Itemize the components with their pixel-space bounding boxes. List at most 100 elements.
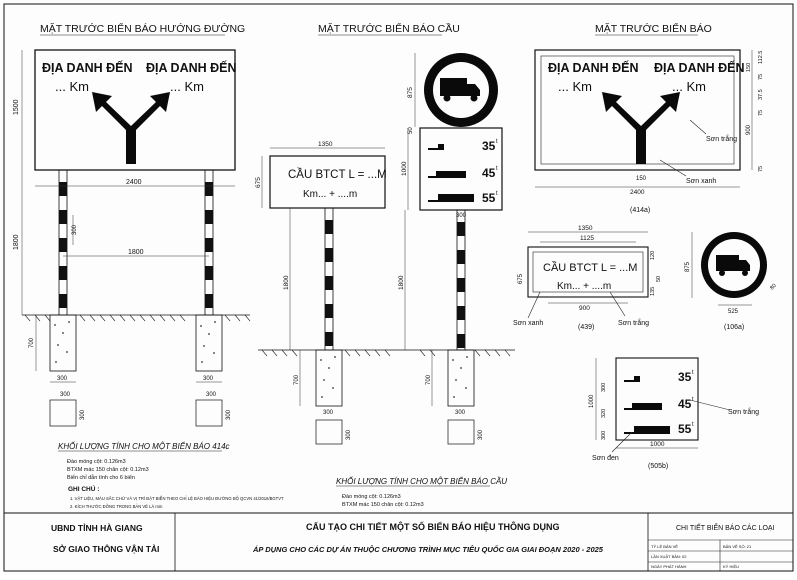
field-scale: TỶ LỆ BẢN VẼ <box>651 544 678 549</box>
detail-fork-arrow-icon <box>602 92 680 164</box>
field-edition: LẦN XUẤT BẢN: 02 <box>651 554 687 559</box>
bridge-text-line1: CẦU BTCT L = ...M <box>288 168 387 181</box>
detail-circle-h: 875 <box>685 261 691 272</box>
field-issue-date: NGÀY PHÁT HÀNH <box>651 564 687 569</box>
limit-value-55: 55 <box>482 191 496 205</box>
detail-bridge-w2: 1125 <box>580 235 594 242</box>
detail-guide-sign: ĐỊA DANH ĐẾN ĐỊA DANH ĐẾN ... Km ... Km … <box>534 49 764 214</box>
detail-guide-board <box>534 49 741 171</box>
bridge-dim-panel-w: 300 <box>456 213 467 219</box>
truck-icon <box>440 78 480 102</box>
detail-bridge-plate: CẦU BTCT L = ...M Km... + ....m 1350 112… <box>513 225 662 331</box>
detail-km-left: ... Km <box>558 79 592 94</box>
detail-circle-ring: 80 <box>769 283 778 292</box>
detail-limit-c: 300 <box>601 431 607 440</box>
bridge-sign-assembly: CẦU BTCT L = ...M Km... + ....m 1350 675… <box>255 53 515 445</box>
guide-found-top-left: 300 <box>60 392 71 398</box>
bridge-post-left <box>324 207 334 351</box>
qty-414-title: KHỐI LƯỢNG TÍNH CHO MỘT BIỂN BÁO 414c <box>58 442 230 451</box>
drawing-name: CHI TIẾT BIỂN BÁO CÁC LOẠI <box>676 522 775 532</box>
guide-dim-post-span: 1800 <box>128 249 144 256</box>
detail-dim-r4: 75 <box>758 110 764 116</box>
guide-dim-found-w2: 300 <box>203 376 214 382</box>
bridge-dim-found-depth-right: 700 <box>426 374 432 385</box>
title-block: UBND TỈNH HÀ GIANG SỞ GIAO THÔNG VẬN TẢI… <box>4 512 793 571</box>
detail-circle-w: 525 <box>728 309 739 315</box>
bridge-dim-panel-h: 1000 <box>401 161 408 176</box>
guide-km-right: ... Km <box>170 79 204 94</box>
detail-limit-unit: t <box>692 370 694 376</box>
detail-bridge-line1: CẦU BTCT L = ...M <box>543 261 637 274</box>
detail-dim-r5: 75 <box>758 166 764 172</box>
detail-weight-limit: 35 t 45 t 55 t 1000 300 320 300 1000 Sơn… <box>589 357 759 470</box>
detail-limit-unit-3: t <box>692 422 694 428</box>
detail-limit-h: 1000 <box>589 394 595 408</box>
guide-dim-post-h: 1800 <box>13 234 20 250</box>
bridge-dim-post-h-right: 1800 <box>398 275 405 290</box>
detail-limit-a: 300 <box>601 383 607 392</box>
bridge-dim-gap: 50 <box>408 127 414 134</box>
bridge-foundation-right <box>447 349 475 407</box>
guide-foundation-right <box>195 314 223 372</box>
guide-sign-assembly: ĐỊA DANH ĐẾN ĐỊA DANH ĐẾN ... Km ... Km … <box>13 49 251 427</box>
ghichu-title: GHI CHÚ : <box>68 484 99 493</box>
detail-dim-r2: 75 <box>758 74 764 80</box>
limit-unit-2: t <box>496 166 498 172</box>
guide-found-side-left: 300 <box>80 409 86 420</box>
detail-dim-r1: 112.5 <box>758 51 764 64</box>
qty-414-line-1: Đào móng cột: 0.126m3 <box>67 459 126 465</box>
detail-no-truck-sign: 875 525 80 (106a) <box>685 232 778 331</box>
guide-post-right <box>204 169 214 316</box>
detail-km-right: ... Km <box>672 79 706 94</box>
limit-row-55: 55 t <box>428 191 498 205</box>
detail-label-blue: Sơn xanh <box>686 178 716 185</box>
field-sheet-no: BẢN VẼ SỐ: 21 <box>723 544 752 549</box>
guide-sign-board <box>34 49 236 171</box>
guide-foundation-left <box>49 314 77 372</box>
bridge-foundation-left <box>315 349 343 407</box>
guide-post-left <box>58 169 68 316</box>
detail-limit-panel <box>615 357 699 441</box>
detail-dim-width: 2400 <box>630 189 645 196</box>
detail-bridge-line2: Km... + ....m <box>557 281 611 292</box>
detail-circle-code: (106a) <box>724 324 744 331</box>
qty-bridge-line-1: Đào móng cột: 0.126m3 <box>342 494 401 500</box>
limit-value-45: 45 <box>482 166 496 180</box>
drawing-subtitle: ÁP DỤNG CHO CÁC DỰ ÁN THUỘC CHƯƠNG TRÌNH… <box>252 545 604 554</box>
heading-bridge-front: MẶT TRƯỚC BIỂN BÁO CẦU <box>318 22 460 35</box>
detail-limit-unit-2: t <box>692 397 694 403</box>
guide-found-top-right: 300 <box>206 392 217 398</box>
fork-arrow-icon <box>92 92 170 164</box>
heading-sign-front: MẶT TRƯỚC BIỂN BÁO <box>595 22 712 35</box>
heading-guide-front: MẶT TRƯỚC BIỂN BÁO HƯỚNG ĐƯỜNG <box>40 22 245 35</box>
detail-bridge-r1: 120 <box>650 251 656 260</box>
detail-limit-label-white: Sơn trắng <box>728 407 759 416</box>
sheet-border <box>3 3 794 572</box>
guide-dim-height: 1500 <box>13 99 20 115</box>
detail-dest-right: ĐỊA DANH ĐẾN <box>654 60 745 75</box>
limit-unit-3: t <box>496 191 498 197</box>
detail-dim-inner: 900 <box>746 124 752 135</box>
detail-limit-45: 45 <box>678 397 692 411</box>
drawing-title: CẤU TẠO CHI TIẾT MỘT SỐ BIỂN BÁO HIỆU TH… <box>306 521 560 532</box>
guide-km-left: ... Km <box>55 79 89 94</box>
bridge-dim-plate-w: 1350 <box>318 141 333 148</box>
detail-dim-r3: 37.5 <box>758 89 764 100</box>
bridge-dim-found-depth: 700 <box>294 374 300 385</box>
qty-414-line-2: BTXM mác 150 chân cột: 0.12m3 <box>67 467 149 473</box>
detail-limit-code: (505b) <box>648 463 668 470</box>
guide-dest-right: ĐỊA DANH ĐẾN <box>146 60 237 75</box>
guide-dim-width: 2400 <box>126 179 142 186</box>
detail-truck-icon <box>716 255 750 276</box>
limit-row-35: 35 t <box>428 139 498 153</box>
guide-found-side-right: 300 <box>226 409 232 420</box>
bridge-dim-plate-h: 675 <box>255 177 262 188</box>
bridge-dim-found-side: 300 <box>346 429 352 440</box>
detail-bridge-w1: 1350 <box>578 225 593 232</box>
detail-bridge-label-blue: Sơn xanh <box>513 320 543 327</box>
detail-bridge-label-white: Sơn trắng <box>618 318 649 327</box>
detail-limit-w: 1000 <box>650 441 665 448</box>
detail-bridge-r3: 135 <box>650 287 656 296</box>
